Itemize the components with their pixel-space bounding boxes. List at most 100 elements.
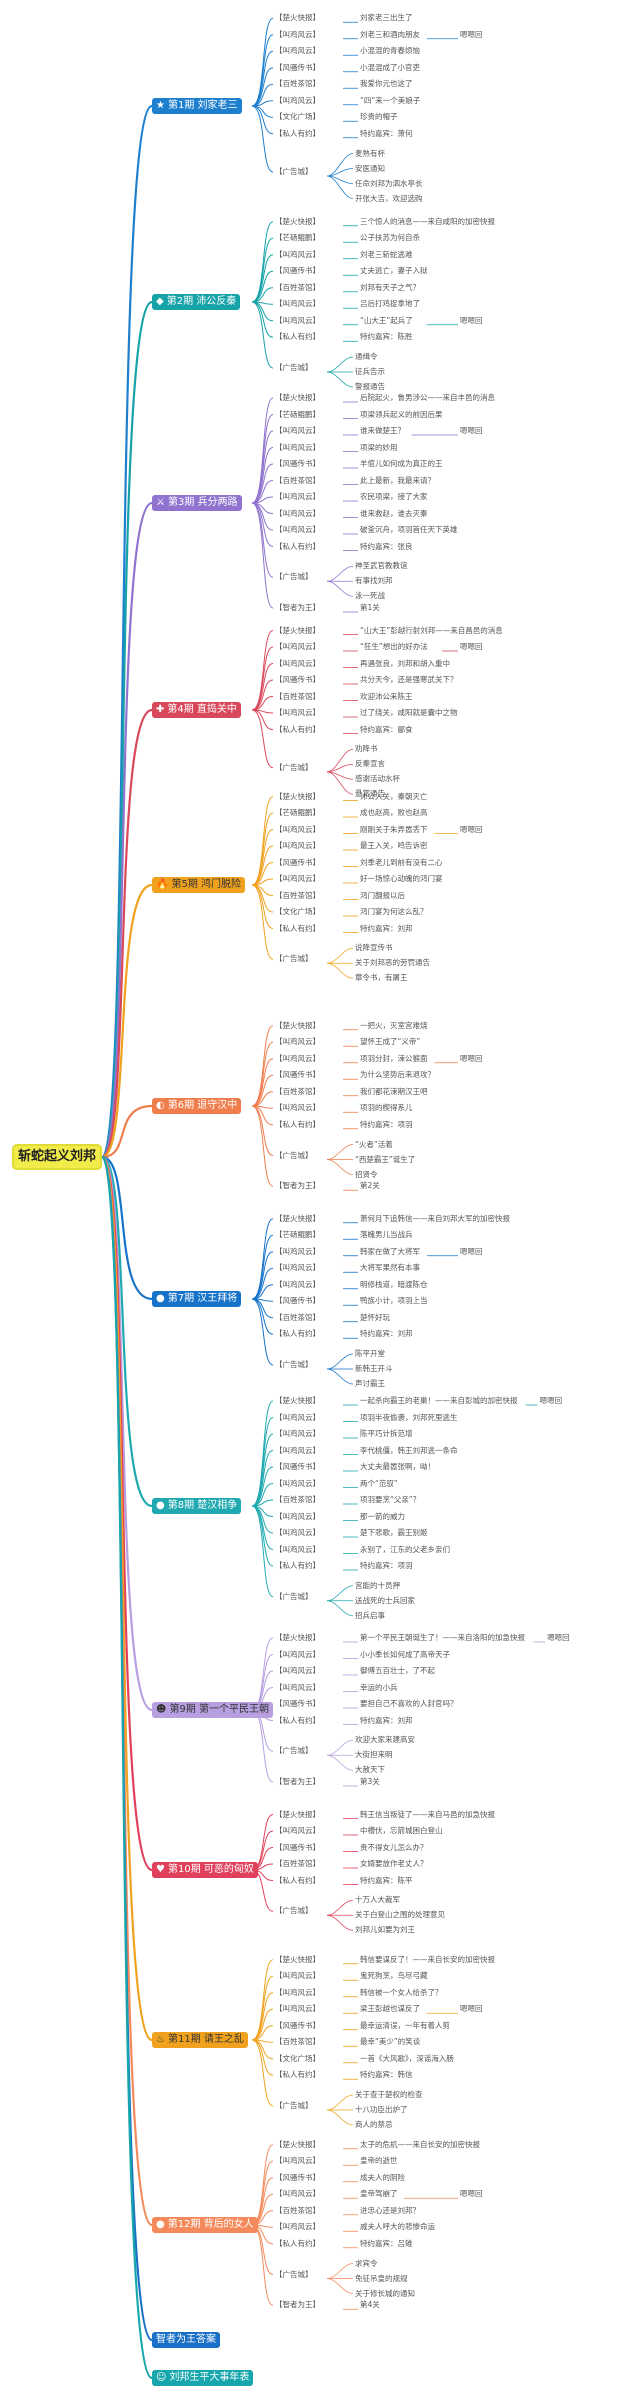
ad-sub-item[interactable]: 十八功臣出炉了 bbox=[355, 2105, 408, 2114]
item-text[interactable]: 好一场惊心动魄的鸿门宴 bbox=[360, 874, 443, 883]
ad-sub-item[interactable]: 免征吊皇的规规 bbox=[355, 2273, 408, 2283]
item-tag[interactable]: 【叫鸡风云】 bbox=[275, 29, 320, 39]
item-text[interactable]: 特约嘉宾：萧何 bbox=[360, 128, 413, 138]
item-tag[interactable]: 【芒砀鲲鹏】 bbox=[275, 808, 320, 817]
item-text[interactable]: 吕后打鸡捉拿地了 bbox=[360, 299, 420, 309]
item-text[interactable]: 皇帝的逝世 bbox=[360, 2156, 398, 2166]
item-tag[interactable]: 【百姓茶馆】 bbox=[275, 475, 320, 485]
ad-sub-item[interactable]: 感谢活动水杯 bbox=[355, 774, 400, 784]
item-text[interactable]: 后院起火，鲁男涉公——来自丰邑的消息 bbox=[360, 393, 495, 402]
item-note[interactable]: 嗯嗯回 bbox=[460, 1053, 483, 1063]
ad-sub-item[interactable]: 神圣武官教教谊 bbox=[355, 561, 408, 571]
item-tag[interactable]: 【叫鸡风云】 bbox=[275, 1987, 320, 1997]
item-text[interactable]: 一首《大风歌》，深谣海入肠 bbox=[360, 2053, 454, 2063]
root-topic[interactable]: 斩蛇起义刘邦 bbox=[12, 1144, 102, 1170]
item-text[interactable]: 皇帝驾崩了 bbox=[360, 2189, 398, 2199]
item-tag[interactable]: 【叫鸡风云】 bbox=[275, 426, 320, 435]
item-tag[interactable]: 【广告城】 bbox=[275, 167, 313, 176]
item-text[interactable]: 楚怀好玩 bbox=[360, 1312, 390, 1322]
item-tag[interactable]: 【叫鸡风云】 bbox=[275, 492, 320, 501]
item-text[interactable]: 破釜沉舟，项羽首任天下英雄 bbox=[360, 525, 458, 534]
item-text[interactable]: 鸿门翻报以后 bbox=[360, 890, 405, 900]
item-text[interactable]: 共分天今，还是强寒武关下？ bbox=[360, 675, 458, 684]
item-text[interactable]: 特约嘉宾：刘邦 bbox=[360, 923, 413, 933]
item-tag[interactable]: 【叫鸡风云】 bbox=[275, 2189, 320, 2199]
item-text[interactable]: 特约嘉宾：韩信 bbox=[360, 2070, 413, 2080]
branch-topic[interactable]: ♥第10期 可恶的匈奴 bbox=[152, 1862, 258, 1878]
item-text[interactable]: 要担自己不喜欢的人封官吗？ bbox=[360, 1699, 458, 1708]
item-text[interactable]: 特约嘉宾：项羽 bbox=[360, 1561, 413, 1570]
item-tag[interactable]: 【叫鸡风云】 bbox=[275, 1103, 320, 1113]
item-tag[interactable]: 【风骚传书】 bbox=[275, 62, 320, 72]
item-tag[interactable]: 【风骚传书】 bbox=[275, 1842, 320, 1852]
ad-sub-item[interactable]: 十万人大裁军 bbox=[355, 1895, 400, 1905]
item-text[interactable]: 谁来救赵，谁去灭秦 bbox=[360, 508, 428, 518]
item-tag[interactable]: 【叫鸡风云】 bbox=[275, 1511, 320, 1521]
item-tag[interactable]: 【叫鸡风云】 bbox=[275, 299, 320, 309]
item-tag[interactable]: 【楚火快报】 bbox=[275, 625, 320, 635]
item-tag[interactable]: 【广告城】 bbox=[275, 1150, 313, 1160]
item-text[interactable]: 一起杀向霸王的老巢！——来自彭城的加密快报 bbox=[360, 1396, 518, 1405]
item-tag[interactable]: 【风骚传书】 bbox=[275, 857, 320, 867]
item-tag[interactable]: 【文化广场】 bbox=[275, 112, 320, 122]
item-tag[interactable]: 【楚火快报】 bbox=[275, 1213, 320, 1223]
item-text[interactable]: 大将军果然有本事 bbox=[360, 1263, 420, 1273]
item-tag[interactable]: 【风骚传书】 bbox=[275, 2172, 320, 2182]
ad-sub-item[interactable]: 通缉令 bbox=[355, 352, 378, 361]
item-tag[interactable]: 【广告城】 bbox=[275, 363, 313, 372]
item-text[interactable]: “山大王”起兵了 bbox=[360, 315, 413, 325]
item-text[interactable]: 第2关 bbox=[360, 1181, 380, 1191]
ad-sub-item[interactable]: 泳一死战 bbox=[355, 591, 385, 601]
item-text[interactable]: 欢迎沛公来陈王 bbox=[360, 691, 413, 701]
ad-sub-item[interactable]: 商人的禁忌 bbox=[355, 2120, 393, 2129]
branch-topic[interactable]: ☺刘邦生平大事年表 bbox=[152, 2370, 254, 2386]
item-tag[interactable]: 【智者为王】 bbox=[275, 1181, 320, 1191]
item-text[interactable]: 戚夫人呼大的悲惨命运 bbox=[360, 2222, 435, 2232]
item-text[interactable]: 刘老三斩蛇逃难 bbox=[360, 249, 413, 259]
item-text[interactable]: 特约嘉宾：陈胜 bbox=[360, 332, 413, 342]
branch-topic[interactable]: 智者为王答案 bbox=[152, 2332, 220, 2348]
item-tag[interactable]: 【叫鸡风云】 bbox=[275, 525, 320, 534]
item-text[interactable]: 特约嘉宾：陈平 bbox=[360, 1875, 413, 1885]
item-tag[interactable]: 【风骚传书】 bbox=[275, 1296, 320, 1306]
item-text[interactable]: 项羽要烹“父亲”？ bbox=[360, 1495, 421, 1504]
item-text[interactable]: “狂生”想出的好办法 bbox=[360, 642, 428, 651]
ad-sub-item[interactable]: 开张大吉，欢迎选购 bbox=[355, 193, 423, 203]
item-tag[interactable]: 【百姓茶馆】 bbox=[275, 890, 320, 900]
ad-sub-item[interactable]: 说降宣传书 bbox=[355, 943, 393, 953]
item-text[interactable]: 珍贵的帽子 bbox=[360, 112, 398, 122]
item-note[interactable]: 嗯嗯回 bbox=[460, 2189, 483, 2199]
item-text[interactable]: 两个“范驭” bbox=[360, 1478, 398, 1488]
ad-sub-item[interactable]: 警报通告 bbox=[355, 382, 385, 391]
ad-sub-item[interactable]: 征兵告示 bbox=[355, 367, 385, 376]
item-tag[interactable]: 【广告城】 bbox=[275, 2101, 313, 2110]
item-tag[interactable]: 【智者为王】 bbox=[275, 1777, 320, 1786]
item-tag[interactable]: 【百姓茶馆】 bbox=[275, 2205, 320, 2215]
item-tag[interactable]: 【叫鸡风云】 bbox=[275, 315, 320, 325]
item-tag[interactable]: 【叫鸡风云】 bbox=[275, 1826, 320, 1835]
item-text[interactable]: 刚刚关于朱弄嚣丢下 bbox=[360, 824, 428, 834]
ad-sub-item[interactable]: 招贤令 bbox=[355, 1169, 378, 1179]
item-tag[interactable]: 【叫鸡风云】 bbox=[275, 642, 320, 651]
item-tag[interactable]: 【私人有约】 bbox=[275, 128, 320, 138]
item-text[interactable]: 韩信被一个女人给杀了？ bbox=[360, 1987, 443, 1997]
item-tag[interactable]: 【风骚传书】 bbox=[275, 2020, 320, 2030]
item-tag[interactable]: 【私人有约】 bbox=[275, 1329, 320, 1339]
item-tag[interactable]: 【私人有约】 bbox=[275, 1715, 320, 1725]
item-tag[interactable]: 【广告城】 bbox=[275, 1906, 313, 1916]
item-text[interactable]: 项梁领兵起义的前因后果 bbox=[360, 409, 443, 419]
item-tag[interactable]: 【私人有约】 bbox=[275, 1875, 320, 1885]
item-tag[interactable]: 【楚火快报】 bbox=[275, 13, 320, 23]
item-tag[interactable]: 【百姓茶馆】 bbox=[275, 1859, 320, 1868]
branch-topic[interactable]: 🔥第5期 鸿门脱险 bbox=[152, 877, 245, 893]
item-tag[interactable]: 【叫鸡风云】 bbox=[275, 1263, 320, 1273]
item-text[interactable]: 幸运的小兵 bbox=[360, 1682, 398, 1692]
branch-topic[interactable]: ●第12期 背后的女人 bbox=[152, 2217, 258, 2233]
item-tag[interactable]: 【百姓茶馆】 bbox=[275, 282, 320, 292]
item-tag[interactable]: 【楚火快报】 bbox=[275, 1020, 320, 1030]
ad-sub-item[interactable]: 声讨霸王 bbox=[355, 1379, 385, 1388]
item-note[interactable]: 嗯嗯回 bbox=[460, 426, 483, 435]
item-tag[interactable]: 【风骚传书】 bbox=[275, 266, 320, 276]
ad-sub-item[interactable]: “西楚霸王”诞生了 bbox=[355, 1154, 416, 1164]
item-tag[interactable]: 【叫鸡风云】 bbox=[275, 1971, 320, 1981]
